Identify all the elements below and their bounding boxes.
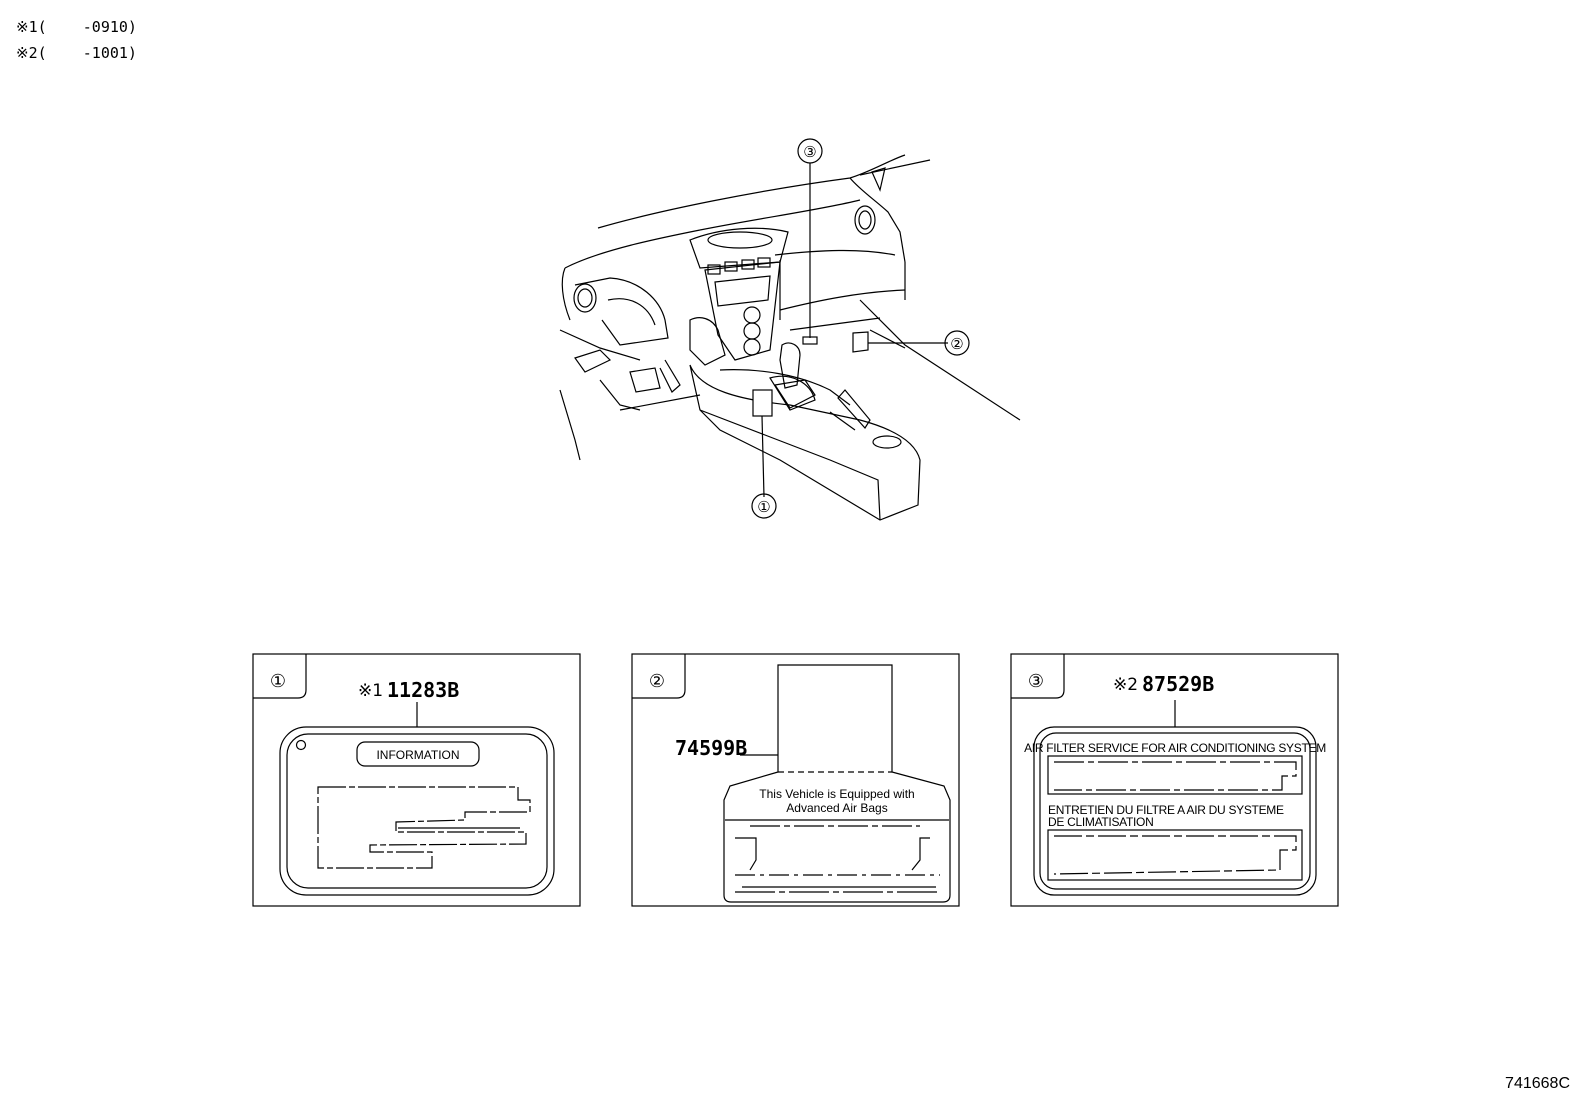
panel-1-mark: ※1 bbox=[358, 681, 383, 701]
panel-2-callout: ② bbox=[649, 671, 665, 691]
callout-2-label: ② bbox=[950, 336, 963, 353]
panel-2-label-line-2: Advanced Air Bags bbox=[786, 801, 887, 815]
figure-id: 741668C bbox=[1505, 1075, 1570, 1092]
panel-1-frame bbox=[252, 653, 581, 907]
panel-3-label-line-3: DE CLIMATISATION bbox=[1048, 815, 1153, 829]
callout-2-circle bbox=[944, 330, 970, 356]
panel-2-label-line-1: This Vehicle is Equipped with bbox=[759, 787, 914, 801]
dashboard-illustration bbox=[559, 154, 1021, 521]
callout-3-label: ③ bbox=[803, 144, 816, 161]
panel-1-part-number: 11283B bbox=[387, 678, 459, 702]
panel-3-callout: ③ bbox=[1028, 671, 1044, 691]
note-2: ※2( -1001) bbox=[16, 44, 137, 62]
panel-2-part-number: 74599B bbox=[675, 736, 747, 760]
panel-3-part-number: 87529B bbox=[1142, 672, 1214, 696]
callout-1-circle bbox=[751, 493, 777, 519]
panel-3-frame bbox=[1010, 653, 1339, 907]
panel-3-label-line-2: ENTRETIEN DU FILTRE A AIR DU SYSTEME bbox=[1048, 803, 1284, 817]
leader-1 bbox=[761, 415, 765, 498]
note-1: ※1( -0910) bbox=[16, 18, 137, 36]
panel-3-mark: ※2 bbox=[1113, 675, 1138, 695]
callout-1-label: ① bbox=[757, 499, 770, 516]
callout-3-circle bbox=[797, 138, 823, 164]
panel-1-label-text: INFORMATION bbox=[376, 748, 459, 762]
panel-2-frame bbox=[631, 653, 960, 907]
panel-1-callout: ① bbox=[270, 671, 286, 691]
panel-3-label-line-1: AIR FILTER SERVICE FOR AIR CONDITIONING … bbox=[1024, 741, 1326, 755]
